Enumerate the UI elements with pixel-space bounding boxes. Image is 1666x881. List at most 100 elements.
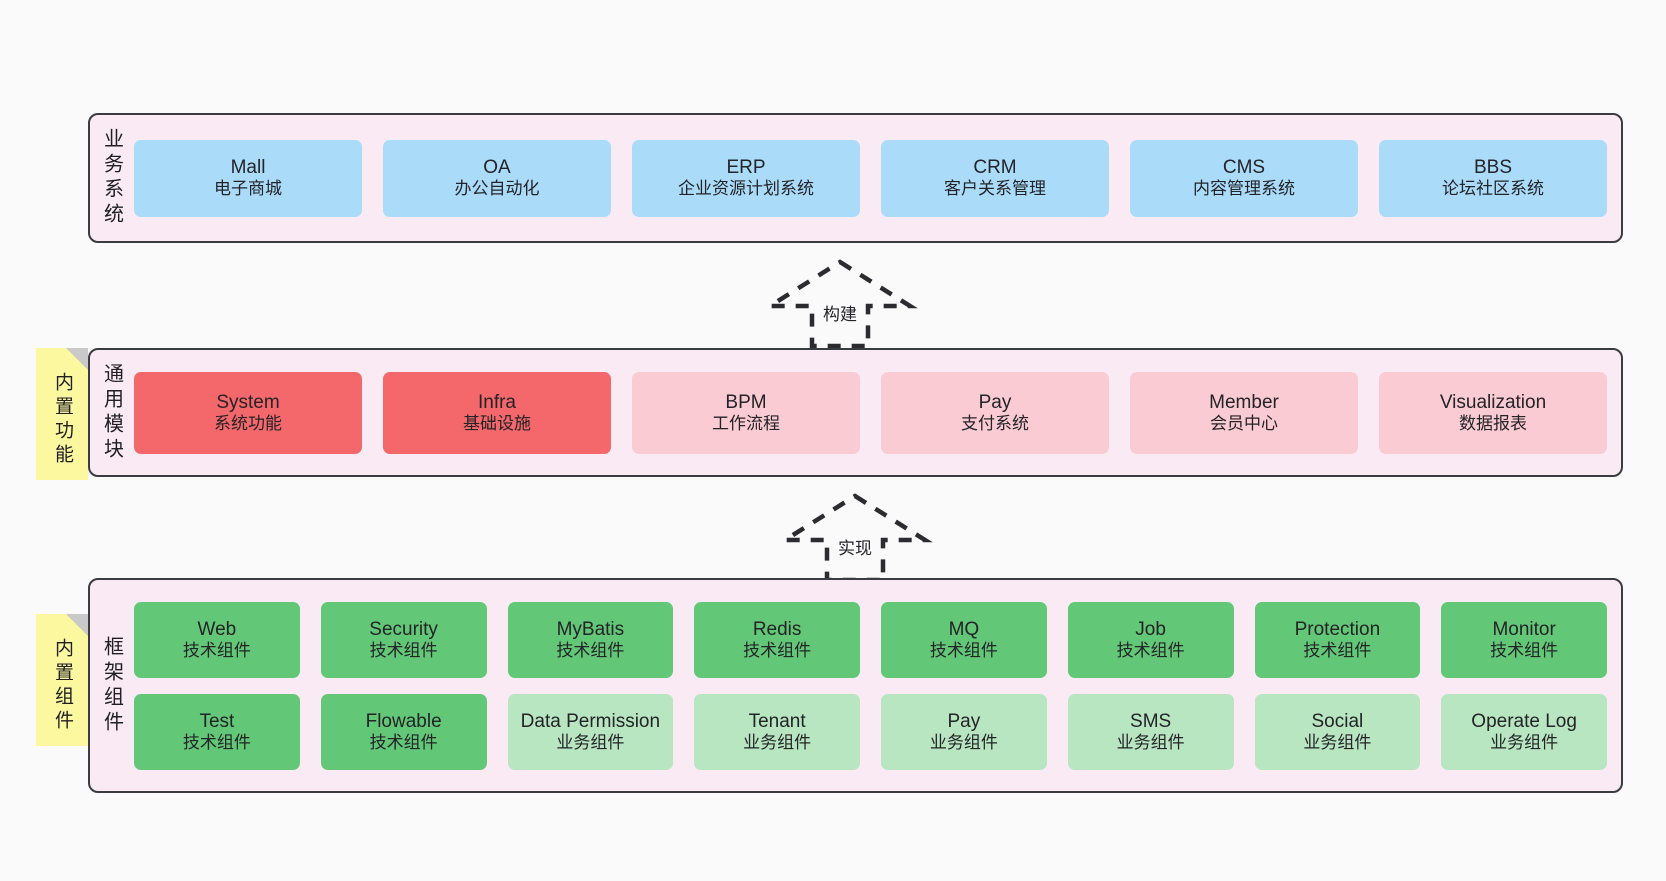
- node-title: OA: [483, 157, 511, 179]
- node-title: Pay: [978, 391, 1012, 413]
- node-title: MQ: [948, 618, 980, 640]
- node-title: Job: [1135, 618, 1166, 640]
- band-title-framework: 框架组件: [100, 635, 123, 736]
- node-subtitle: 技术组件: [369, 640, 438, 660]
- node-social[interactable]: Social 业务组件: [1254, 693, 1421, 770]
- node-subtitle: 技术组件: [182, 732, 251, 752]
- band-business-systems: 业务系统 Mall 电子商城 OA 办公自动化 ERP 企业资源计划系统 CRM: [88, 113, 1623, 243]
- band-framework-components: 框架组件 Web 技术组件 Security 技术组件 MyBatis 技术组件…: [88, 578, 1623, 793]
- node-title: Infra: [477, 391, 517, 413]
- node-data-permission[interactable]: Data Permission 业务组件: [507, 693, 674, 770]
- node-security[interactable]: Security 技术组件: [320, 601, 487, 678]
- node-title: Pay: [947, 710, 981, 732]
- node-mq[interactable]: MQ 技术组件: [881, 601, 1047, 678]
- node-subtitle: 技术组件: [743, 640, 812, 660]
- band-body-business: Mall 电子商城 OA 办公自动化 ERP 企业资源计划系统 CRM 客户关系…: [132, 115, 1621, 241]
- connector-build-label: 构建: [823, 305, 857, 324]
- node-mall[interactable]: Mall 电子商城: [134, 139, 362, 217]
- node-crm[interactable]: CRM 客户关系管理: [881, 139, 1109, 217]
- note-fold-corner-icon: [66, 348, 88, 370]
- node-mybatis[interactable]: MyBatis 技术组件: [507, 601, 674, 678]
- business-node-row: Mall 电子商城 OA 办公自动化 ERP 企业资源计划系统 CRM 客户关系…: [134, 139, 1607, 217]
- node-title: BPM: [725, 391, 767, 413]
- node-tenant[interactable]: Tenant 业务组件: [694, 693, 860, 770]
- node-subtitle: 论坛社区系统: [1442, 179, 1544, 199]
- note-builtin-components: 内置组件: [36, 614, 88, 746]
- node-title: Flowable: [365, 710, 442, 732]
- node-cms[interactable]: CMS 内容管理系统: [1130, 139, 1358, 217]
- node-title: Visualization: [1439, 391, 1547, 413]
- node-subtitle: 技术组件: [369, 732, 438, 752]
- node-subtitle: 技术组件: [556, 640, 625, 660]
- connector-implement-label: 实现: [838, 539, 872, 558]
- node-subtitle: 客户关系管理: [944, 179, 1046, 199]
- node-title: Protection: [1294, 618, 1381, 640]
- node-protection[interactable]: Protection 技术组件: [1254, 601, 1421, 678]
- node-title: Member: [1209, 391, 1279, 413]
- node-visualization[interactable]: Visualization 数据报表: [1379, 371, 1607, 454]
- node-subtitle: 数据报表: [1459, 413, 1527, 433]
- framework-node-row-2: Test 技术组件 Flowable 技术组件 Data Permission …: [134, 693, 1607, 770]
- node-subtitle: 企业资源计划系统: [678, 179, 814, 199]
- node-job[interactable]: Job 技术组件: [1067, 601, 1234, 678]
- node-title: System: [216, 391, 280, 413]
- node-title: SMS: [1130, 710, 1172, 732]
- node-oa[interactable]: OA 办公自动化: [383, 139, 611, 217]
- band-body-modules: System 系统功能 Infra 基础设施 BPM 工作流程 Pay 支付系统…: [132, 350, 1621, 475]
- node-system[interactable]: System 系统功能: [134, 371, 362, 454]
- node-web[interactable]: Web 技术组件: [134, 601, 300, 678]
- node-title: Test: [199, 710, 235, 732]
- node-member[interactable]: Member 会员中心: [1130, 371, 1358, 454]
- note-builtin-features: 内置功能: [36, 348, 88, 480]
- node-title: CMS: [1222, 157, 1266, 179]
- node-test[interactable]: Test 技术组件: [134, 693, 300, 770]
- node-title: Web: [197, 618, 237, 640]
- node-title: Operate Log: [1471, 710, 1577, 732]
- band-title-modules: 通用模块: [100, 362, 123, 463]
- node-subtitle: 技术组件: [1116, 640, 1185, 660]
- node-subtitle: 工作流程: [712, 413, 780, 433]
- connector-implement: 实现: [770, 492, 940, 584]
- node-subtitle: 支付系统: [961, 413, 1029, 433]
- node-sms[interactable]: SMS 业务组件: [1067, 693, 1234, 770]
- node-subtitle: 业务组件: [929, 732, 998, 752]
- node-title: Security: [369, 618, 438, 640]
- band-title-business: 业务系统: [100, 128, 123, 228]
- band-body-framework: Web 技术组件 Security 技术组件 MyBatis 技术组件 Redi…: [132, 580, 1621, 791]
- node-title: Social: [1311, 710, 1364, 732]
- node-infra[interactable]: Infra 基础设施: [383, 371, 611, 454]
- node-subtitle: 业务组件: [743, 732, 812, 752]
- node-subtitle: 业务组件: [1303, 732, 1372, 752]
- node-title: ERP: [726, 157, 766, 179]
- node-subtitle: 基础设施: [463, 413, 531, 433]
- node-title: Data Permission: [520, 710, 661, 732]
- node-monitor[interactable]: Monitor 技术组件: [1441, 601, 1607, 678]
- node-operate-log[interactable]: Operate Log 业务组件: [1441, 693, 1607, 770]
- node-subtitle: 技术组件: [182, 640, 251, 660]
- note-label: 内置功能: [51, 372, 73, 468]
- node-title: BBS: [1473, 157, 1513, 179]
- node-subtitle: 业务组件: [1116, 732, 1185, 752]
- node-title: Redis: [752, 618, 802, 640]
- node-pay-component[interactable]: Pay 业务组件: [881, 693, 1047, 770]
- modules-node-row: System 系统功能 Infra 基础设施 BPM 工作流程 Pay 支付系统…: [134, 371, 1607, 454]
- note-fold-corner-icon: [66, 614, 88, 636]
- node-subtitle: 电子商城: [214, 179, 282, 199]
- node-subtitle: 办公自动化: [454, 179, 540, 199]
- node-subtitle: 系统功能: [214, 413, 282, 433]
- note-label: 内置组件: [51, 638, 73, 734]
- node-subtitle: 业务组件: [556, 732, 625, 752]
- node-erp[interactable]: ERP 企业资源计划系统: [632, 139, 860, 217]
- generalization-arrow-icon: [762, 259, 918, 349]
- node-bpm[interactable]: BPM 工作流程: [632, 371, 860, 454]
- node-bbs[interactable]: BBS 论坛社区系统: [1379, 139, 1607, 217]
- node-flowable[interactable]: Flowable 技术组件: [320, 693, 487, 770]
- node-pay-module[interactable]: Pay 支付系统: [881, 371, 1109, 454]
- node-subtitle: 内容管理系统: [1193, 179, 1295, 199]
- node-title: Mall: [230, 157, 266, 179]
- node-subtitle: 技术组件: [1303, 640, 1372, 660]
- node-subtitle: 会员中心: [1210, 413, 1278, 433]
- node-title: Monitor: [1492, 618, 1556, 640]
- node-redis[interactable]: Redis 技术组件: [694, 601, 860, 678]
